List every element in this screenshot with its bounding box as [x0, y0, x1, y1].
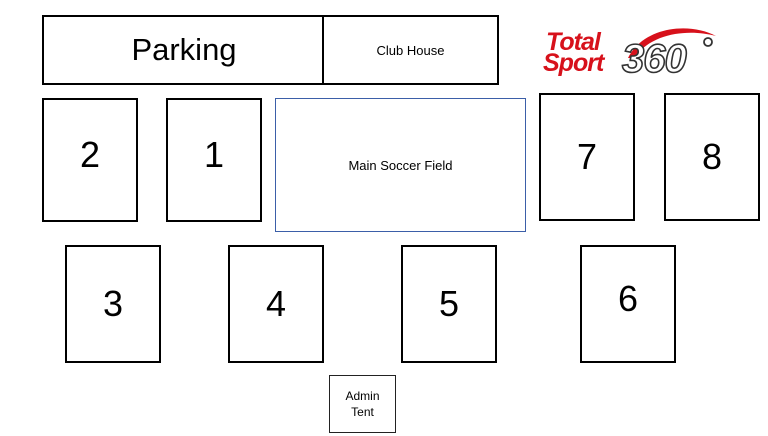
field-6-number: 6 [617, 278, 639, 319]
field-3-number: 3 [102, 283, 124, 324]
field-8-number: 8 [701, 136, 723, 177]
field-4-number: 4 [265, 283, 287, 324]
club-house-label: Club House [376, 42, 445, 58]
logo-degree-mark [703, 37, 713, 47]
main-soccer-field-label: Main Soccer Field [348, 157, 453, 173]
field-1-number: 1 [203, 134, 225, 175]
logo-number: 360 [622, 37, 686, 81]
field-5: 5 [401, 245, 497, 363]
field-2: 2 [42, 98, 138, 222]
field-5-number: 5 [438, 283, 460, 324]
field-1: 1 [166, 98, 262, 222]
field-4: 4 [228, 245, 324, 363]
logo-swoosh [628, 28, 716, 58]
admin-tent: Admin Tent [329, 375, 396, 433]
admin-tent-label: Admin Tent [345, 389, 380, 419]
field-6: 6 [580, 245, 676, 363]
club-house: Club House [322, 15, 499, 85]
field-7: 7 [539, 93, 635, 221]
logo-line2: Sport [543, 49, 606, 77]
field-2-number: 2 [79, 134, 101, 175]
main-soccer-field: Main Soccer Field [275, 98, 526, 232]
total-sport-360-logo: Total Sport 360 [543, 28, 716, 82]
parking-area: Parking [42, 15, 324, 85]
field-8: 8 [664, 93, 760, 221]
field-7-number: 7 [576, 136, 598, 177]
parking-label: Parking [131, 32, 237, 67]
field-3: 3 [65, 245, 161, 363]
logo-line1: Total [546, 28, 602, 56]
